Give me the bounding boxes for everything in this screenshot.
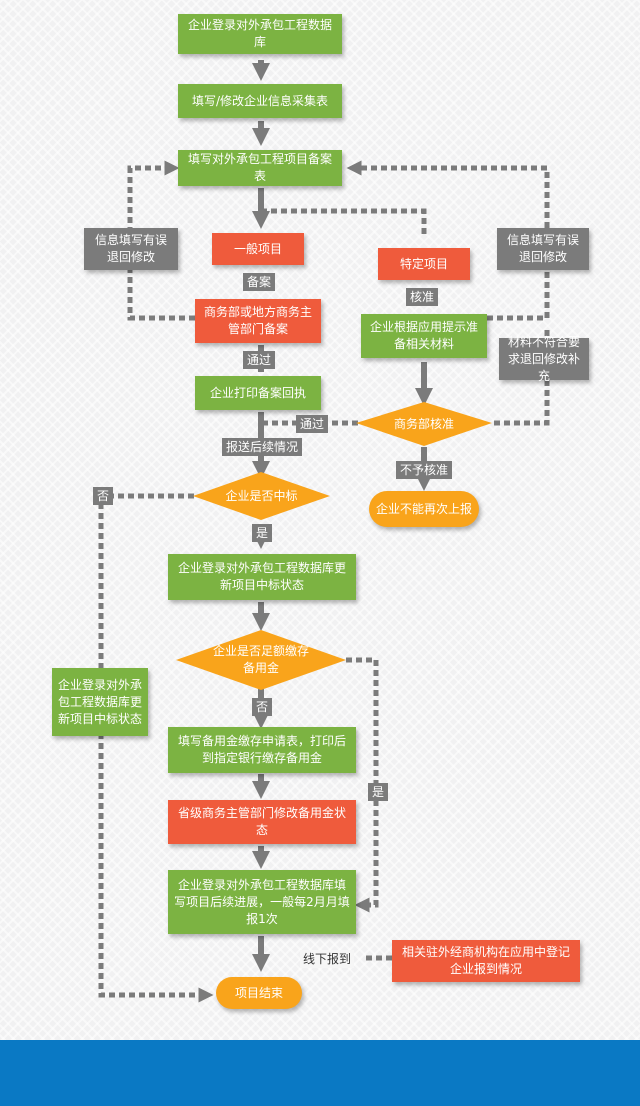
note-left-update-status: 企业登录对外承包工程数据库更新项目中标状态 — [52, 668, 148, 736]
decision-mofcom-review: 商务部核准 — [393, 416, 454, 431]
step-fill-reserve-form: 填写备用金缴存申请表，打印后到指定银行缴存备用金 — [168, 727, 356, 773]
label-approval: 核准 — [406, 288, 439, 306]
end-cannot-report-again: 企业不能再次上报 — [369, 491, 479, 527]
step-fill-company-info: 填写/修改企业信息采集表 — [178, 84, 342, 118]
dash-form-to-specific — [261, 208, 427, 236]
step-report-progress: 企业登录对外承包工程数据库填写项目后续进展，一般每2月月填报1次 — [168, 870, 356, 934]
footer-bar — [0, 1040, 640, 1106]
step-modify-reserve-status: 省级商务主管部门修改备用金状态 — [168, 800, 356, 844]
label-yes-2: 是 — [368, 783, 389, 801]
bid-diamond — [193, 472, 330, 520]
end-project-end: 项目结束 — [216, 977, 302, 1009]
label-offline-report: 线下报到 — [300, 950, 355, 968]
label-passed-2: 通过 — [296, 415, 329, 433]
decision-bid-won: 企业是否中标 — [225, 488, 298, 503]
note-info-error-right: 信息填写有误退回修改 — [497, 228, 589, 270]
label-no-2: 否 — [252, 698, 273, 716]
label-yes-1: 是 — [252, 524, 273, 542]
step-login-db: 企业登录对外承包工程数据库 — [178, 14, 342, 54]
step-fill-project-form: 填写对外承包工程项目备案表 — [178, 150, 342, 186]
reserve-diamond — [176, 630, 346, 690]
flowchart: 企业登录对外承包工程数据库 填写/修改企业信息采集表 填写对外承包工程项目备案表… — [52, 14, 589, 1009]
decision-reserve-fund: 企业是否足额缴存备用金 — [212, 644, 309, 675]
step-general-project: 一般项目 — [212, 233, 304, 265]
label-passed-1: 通过 — [243, 351, 276, 369]
step-update-bid-status: 企业登录对外承包工程数据库更新项目中标状态 — [168, 554, 356, 600]
step-mofcom-filing: 商务部或地方商务主管部门备案 — [195, 299, 321, 343]
step-print-receipt: 企业打印备案回执 — [195, 376, 321, 410]
label-filing: 备案 — [243, 273, 276, 291]
review-diamond — [356, 402, 492, 446]
step-register-report: 相关驻外经商机构在应用中登记企业报到情况 — [392, 940, 580, 982]
dash-bid-no — [98, 493, 214, 1003]
note-info-error-left: 信息填写有误退回修改 — [84, 228, 178, 270]
dash-reserve-yes — [346, 657, 379, 913]
label-not-approved: 不予核准 — [396, 461, 453, 479]
step-specific-project: 特定项目 — [378, 248, 470, 280]
label-no-1: 否 — [93, 487, 114, 505]
connector-layer — [98, 60, 550, 1003]
label-report-follow-up: 报送后续情况 — [222, 438, 303, 456]
step-prepare-materials: 企业根据应用提示准备相关材料 — [361, 314, 487, 358]
note-materials-error: 材料不符合要求退回修改补充 — [499, 335, 589, 383]
